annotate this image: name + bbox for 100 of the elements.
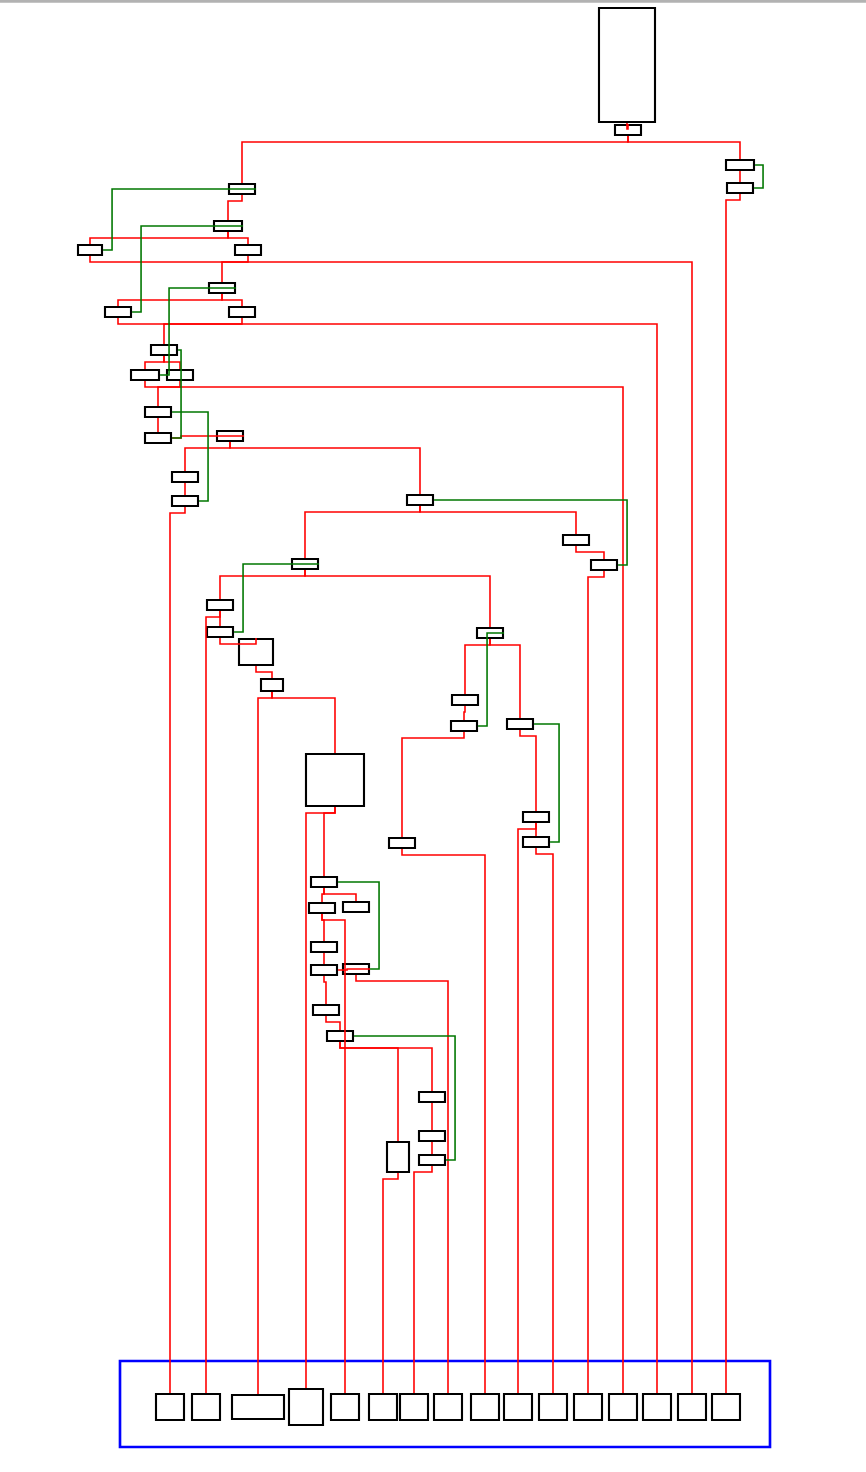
block-box [143,431,173,445]
block-box [521,810,551,824]
block-box [290,557,320,571]
block-box [143,405,173,419]
connector-line [257,691,273,1395]
connector-line [431,1102,433,1131]
block-box [207,281,237,295]
connector-line [627,135,741,160]
block-box [307,901,337,915]
frame [118,1359,772,1449]
connector-line [517,822,537,1394]
block-box [502,1392,534,1422]
connector-line [337,968,371,971]
connector-line [463,705,466,721]
connector-line [337,881,380,970]
block-box [676,1392,708,1422]
block-box [417,1129,447,1143]
connector-line [431,1141,433,1155]
connector-line [325,1015,341,1031]
connector-line [255,665,273,679]
block-box [613,123,643,137]
connector-line [535,847,554,1394]
connector-line [401,848,486,1394]
block-box [237,637,275,667]
connector-line [304,569,491,628]
connector-line [131,225,244,313]
block-box [589,558,619,572]
connector-line [169,506,186,1394]
block-box [170,494,200,508]
block-box [103,305,133,319]
block-box [170,470,200,484]
block-box [521,835,551,849]
block-box [309,875,339,889]
block-box [385,1140,411,1174]
block-box [154,1392,186,1422]
block-box [724,158,756,172]
connector-line [519,729,537,812]
connector-line [184,482,186,496]
connector-line [587,570,605,1394]
block-box [432,1392,464,1422]
connector-line [227,231,249,245]
block-box [205,625,235,639]
connector-line [229,441,421,495]
block-box [212,219,244,233]
block-box [215,429,245,443]
connector-line [163,355,181,370]
block-box [341,962,371,976]
connector-line [171,411,209,502]
block-box [325,1029,355,1043]
block-box [149,343,179,357]
connector-line [353,1035,456,1161]
connector-line [382,1172,399,1394]
block-box [227,182,257,196]
block-box [233,243,263,257]
block-box [259,677,285,693]
connector-line [575,545,605,560]
connector-line [739,170,741,183]
connector-line [401,731,465,838]
connector-line [355,974,449,1394]
connector-line [163,317,243,345]
block-box [309,963,339,977]
block-box [469,1392,501,1422]
connector-line [227,194,243,221]
connector-line [489,638,521,719]
block-box [607,1392,639,1422]
block-box [398,1392,430,1422]
block-box [367,1392,399,1422]
block-box [572,1392,604,1422]
connector-line [221,293,243,307]
connector-line [171,349,182,439]
block-box [311,1003,341,1017]
block-box [405,493,435,507]
block-box [450,693,480,707]
block-box [341,900,371,914]
block-box [304,752,366,808]
block-box [417,1090,447,1104]
connector-line [117,317,658,1394]
block-box [417,1153,447,1167]
block-box [449,719,479,733]
connector-line [433,499,628,566]
connector-line [157,417,159,433]
connector-line [725,193,741,1394]
connector-line [323,975,327,1005]
connector-line [477,632,505,727]
block-box [561,533,591,547]
block-box [725,181,755,195]
block-box [309,940,339,954]
connector-line [205,610,221,1394]
connector-line [89,255,693,1394]
block-box [205,598,235,612]
connector-line [323,887,357,902]
block-box [641,1392,673,1422]
block-box [76,243,104,257]
block-box [190,1392,222,1422]
block-box [329,1392,361,1422]
connector-line [102,188,257,251]
block-box [387,836,417,850]
block-box [165,368,195,382]
block-box [129,368,161,382]
connector-line [219,637,257,645]
